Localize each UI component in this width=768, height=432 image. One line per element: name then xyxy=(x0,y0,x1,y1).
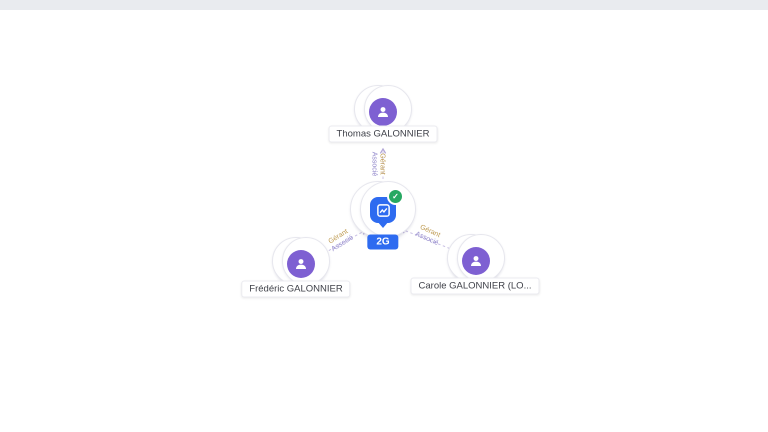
person-node-carole[interactable] xyxy=(452,237,500,285)
person-label-frederic[interactable]: Frédéric GALONNIER xyxy=(241,280,351,298)
company-label-2g[interactable]: 2G xyxy=(367,234,399,250)
edge-role-label-frederic: Gérant Associé xyxy=(326,227,356,254)
person-node-frederic[interactable] xyxy=(277,240,325,288)
person-icon xyxy=(471,256,481,266)
edge-role-label-thomas: Gérant Associé xyxy=(369,151,386,177)
role-gerant-text: Gérant xyxy=(378,153,386,175)
person-icon xyxy=(378,107,388,117)
person-icon xyxy=(296,259,306,269)
person-label-thomas[interactable]: Thomas GALONNIER xyxy=(328,125,438,143)
person-avatar xyxy=(462,247,490,275)
role-associe-text: Associé xyxy=(370,151,377,177)
person-avatar xyxy=(287,250,315,278)
edge-role-label-carole: Gérant Associé xyxy=(413,223,442,248)
person-label-carole[interactable]: Carole GALONNIER (LO... xyxy=(410,277,540,295)
person-avatar xyxy=(369,98,397,126)
company-node-2g[interactable]: ✓ xyxy=(355,184,411,240)
company-chart-icon xyxy=(376,203,390,217)
verified-check-icon: ✓ xyxy=(387,188,404,205)
top-strip xyxy=(0,0,768,10)
